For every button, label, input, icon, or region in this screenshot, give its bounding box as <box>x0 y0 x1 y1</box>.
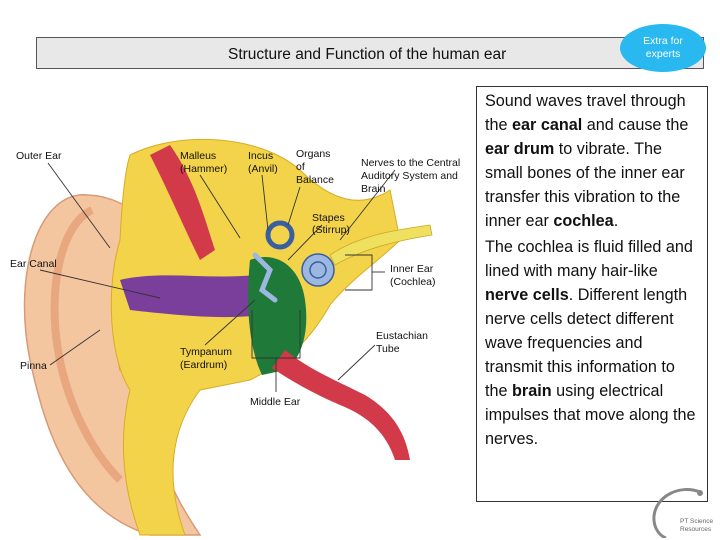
label-pointers <box>39 162 396 392</box>
term-cochlea: cochlea <box>553 212 614 230</box>
pinna-inner-fold <box>50 206 123 483</box>
badge-line-1: Extra for <box>643 35 683 47</box>
term-ear-drum: ear drum <box>485 140 555 158</box>
label-malleus-sub: (Hammer) <box>180 163 228 175</box>
label-pinna: Pinna <box>20 360 47 372</box>
label-inner-ear: Inner Ear <box>390 263 434 275</box>
page-title: Structure and Function of the human ear <box>228 46 507 63</box>
label-nerves-line-2: Auditory System and <box>361 170 458 182</box>
auditory-nerve <box>329 224 433 266</box>
ear-illustration <box>23 138 433 536</box>
label-inner-ear-sub: (Cochlea) <box>390 276 436 288</box>
eustachian-tube-shape <box>272 350 410 460</box>
logo-icon <box>652 488 703 538</box>
logo-text: PT Science Resources <box>680 518 714 533</box>
muscle-top <box>150 145 215 260</box>
cochlea-shape <box>301 253 335 287</box>
term-brain: brain <box>512 382 552 400</box>
label-nerves-line-1: Nerves to the Central <box>361 157 461 169</box>
label-tympanum-sub: (Eardrum) <box>180 359 228 371</box>
label-malleus: Malleus <box>180 150 217 162</box>
label-tympanum: Tympanum <box>180 346 232 358</box>
term-nerve-cells: nerve cells <box>485 286 569 304</box>
ossicles <box>252 252 278 303</box>
label-organs: Organs <box>296 148 331 160</box>
ear-canal-shape <box>120 275 262 318</box>
label-stapes: Stapes <box>312 212 345 224</box>
paragraph-sound-waves: Sound waves travel through the ear canal… <box>485 92 689 230</box>
label-eustachian-sub: Tube <box>376 343 400 355</box>
title-bar: Structure and Function of the human ear <box>36 37 704 69</box>
label-incus-sub: (Anvil) <box>248 163 278 175</box>
label-middle-ear: Middle Ear <box>250 396 301 408</box>
ear-diagram: Outer Ear Malleus (Hammer) Incus (Anvil)… <box>0 130 480 540</box>
label-eustachian: Eustachian <box>376 330 428 342</box>
label-ear-canal: Ear Canal <box>10 258 57 270</box>
paragraph-cochlea: The cochlea is fluid filled and lined wi… <box>485 238 696 448</box>
explanation-textbox: Sound waves travel through the ear canal… <box>476 86 708 502</box>
label-organs-of: of <box>296 161 305 173</box>
badge-line-2: experts <box>645 48 681 60</box>
extra-for-experts-badge: Extra for experts <box>620 24 706 72</box>
semicircular-canals <box>265 220 295 250</box>
label-organs-balance: Balance <box>296 174 334 186</box>
term-ear-canal: ear canal <box>512 116 583 134</box>
label-nerves-line-3: Brain <box>361 183 386 195</box>
label-stapes-sub: (Stirrup) <box>312 224 350 236</box>
label-outer-ear: Outer Ear <box>16 150 62 162</box>
label-incus: Incus <box>248 150 274 162</box>
